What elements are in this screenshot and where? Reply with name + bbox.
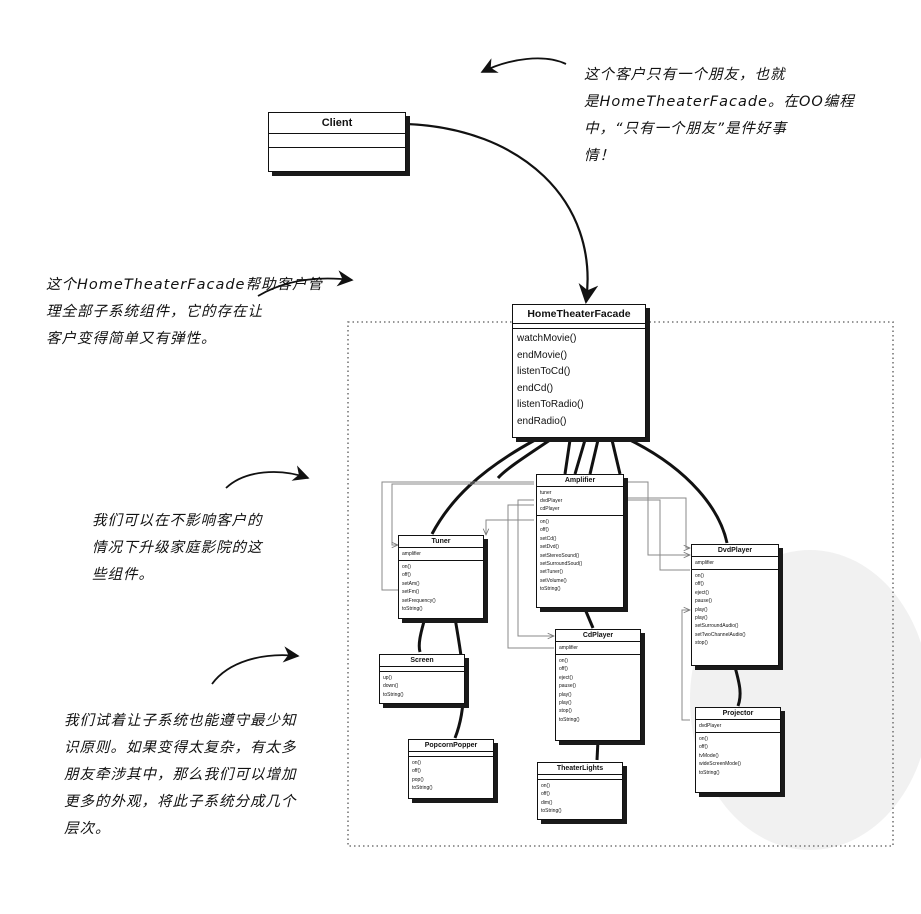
dependency-arrows: [381, 481, 690, 721]
client-note: 这个客户只有一个朋友，也就 是HomeTheaterFacade。在OO编程 中…: [584, 67, 855, 164]
class-name: Screen: [380, 655, 464, 667]
facade-note: 这个HomeTheaterFacade帮助客户管 理全部子系统组件，它的存在让 …: [46, 277, 323, 347]
class-name: Client: [269, 113, 405, 134]
theaterlights-class: TheaterLights on() off() dim() toString(…: [537, 762, 623, 820]
dvdplayer-class: DvdPlayer amplifier on() off() eject() p…: [691, 544, 779, 666]
class-attrs: amplifier: [556, 642, 640, 655]
class-attrs: [538, 775, 622, 780]
note-arrow-facade: [257, 270, 354, 297]
client-facade-association: [405, 122, 599, 304]
client-attrs: [269, 134, 405, 148]
class-attrs: [380, 667, 464, 672]
class-methods: on() off() eject() pause() play() play()…: [695, 573, 746, 647]
projector-class: Projector dvdPlayer on() off() tvMode() …: [695, 707, 781, 793]
class-methods: up() down() toString(): [383, 675, 404, 698]
facade-methods: watchMovie() endMovie() listenToCd() end…: [517, 333, 584, 427]
subsystem-boundary: [347, 321, 894, 847]
facade-associations: [430, 438, 729, 544]
class-name: HomeTheaterFacade: [513, 305, 645, 324]
class-methods: on() off() eject() pause() play() play()…: [559, 658, 580, 723]
class-name: PopcornPopper: [409, 740, 493, 752]
class-attrs: tuner dvdPlayer cdPlayer: [537, 487, 623, 516]
class-name: Tuner: [399, 536, 483, 548]
note-arrow-layers: [211, 646, 300, 685]
class-name: Projector: [696, 708, 780, 720]
amplifier-class: Amplifier tuner dvdPlayer cdPlayer on() …: [536, 474, 624, 608]
cdplayer-class: CdPlayer amplifier on() off() eject() pa…: [555, 629, 641, 741]
class-attrs: amplifier: [692, 557, 778, 570]
tuner-class: Tuner amplifier on() off() setAm() setFm…: [398, 535, 484, 619]
class-methods: on() off() pop() toString(): [412, 760, 433, 792]
class-attrs: dvdPlayer: [696, 720, 780, 733]
note-arrow-client: [480, 57, 567, 73]
class-name: DvdPlayer: [692, 545, 778, 557]
class-name: CdPlayer: [556, 630, 640, 642]
class-attrs: [409, 752, 493, 757]
popcornpopper-class: PopcornPopper on() off() pop() toString(…: [408, 739, 494, 799]
facade-attrs: [513, 324, 645, 329]
layers-note: 我们试着让子系统也能遵守最少知 识原则。如果变得太复杂，有太多 朋友牵涉其中，那…: [64, 713, 297, 837]
class-methods: on() off() setCd() setDvd() setStereoSou…: [540, 519, 583, 593]
class-methods: on() off() dim() toString(): [541, 783, 562, 815]
class-attrs: amplifier: [399, 548, 483, 561]
class-name: Amplifier: [537, 475, 623, 487]
class-methods: on() off() tvMode() wideScreenMode() toS…: [699, 736, 741, 776]
class-name: TheaterLights: [538, 763, 622, 775]
facade-class: HomeTheaterFacade watchMovie() endMovie(…: [512, 304, 646, 438]
upgrade-note: 我们可以在不影响客户的 情况下升级家庭影院的这 些组件。: [92, 513, 263, 583]
class-methods: on() off() setAm() setFm() setFrequency(…: [402, 564, 436, 613]
note-arrow-upgrade: [225, 465, 310, 489]
client-class: Client: [268, 112, 406, 172]
screen-class: Screen up() down() toString(): [379, 654, 465, 704]
